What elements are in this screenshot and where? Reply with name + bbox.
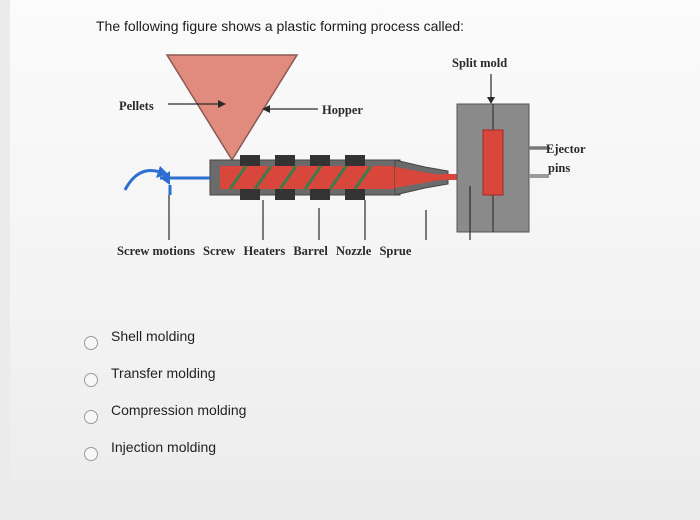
option-label: Injection molding xyxy=(111,439,217,455)
radio-button[interactable] xyxy=(84,410,98,424)
split-mold-label: Split mold xyxy=(452,56,508,70)
sprue-label: Sprue xyxy=(379,244,412,258)
option-shell-molding[interactable]: Shell molding xyxy=(84,326,344,350)
pins-label: pins xyxy=(548,161,571,175)
radio-button[interactable] xyxy=(84,336,98,350)
question-text: The following figure shows a plastic for… xyxy=(96,18,465,34)
page: The following figure shows a plastic for… xyxy=(10,0,700,520)
ejector-label: Ejector xyxy=(546,142,586,156)
option-label: Compression molding xyxy=(111,402,247,418)
injection-molding-diagram xyxy=(123,54,550,240)
diagram-bottom-labels: Screw motions Screw Heaters Barrel Nozzl… xyxy=(117,244,416,259)
option-injection-molding[interactable]: Injection molding xyxy=(84,437,344,461)
screw-motions-label: Screw motions xyxy=(117,244,195,258)
option-transfer-molding[interactable]: Transfer molding xyxy=(84,363,344,387)
hopper-label: Hopper xyxy=(322,103,363,117)
screw-label: Screw xyxy=(203,244,236,258)
pellets-label: Pellets xyxy=(119,99,154,113)
barrel-label: Barrel xyxy=(293,244,328,258)
hopper-shape xyxy=(165,54,299,162)
heaters-label: Heaters xyxy=(243,244,286,258)
option-label: Transfer molding xyxy=(111,365,216,381)
radio-button[interactable] xyxy=(84,373,98,387)
nozzle-label: Nozzle xyxy=(335,244,372,258)
option-label: Shell molding xyxy=(111,328,196,344)
radio-button[interactable] xyxy=(84,447,98,461)
option-compression-molding[interactable]: Compression molding xyxy=(84,400,344,424)
